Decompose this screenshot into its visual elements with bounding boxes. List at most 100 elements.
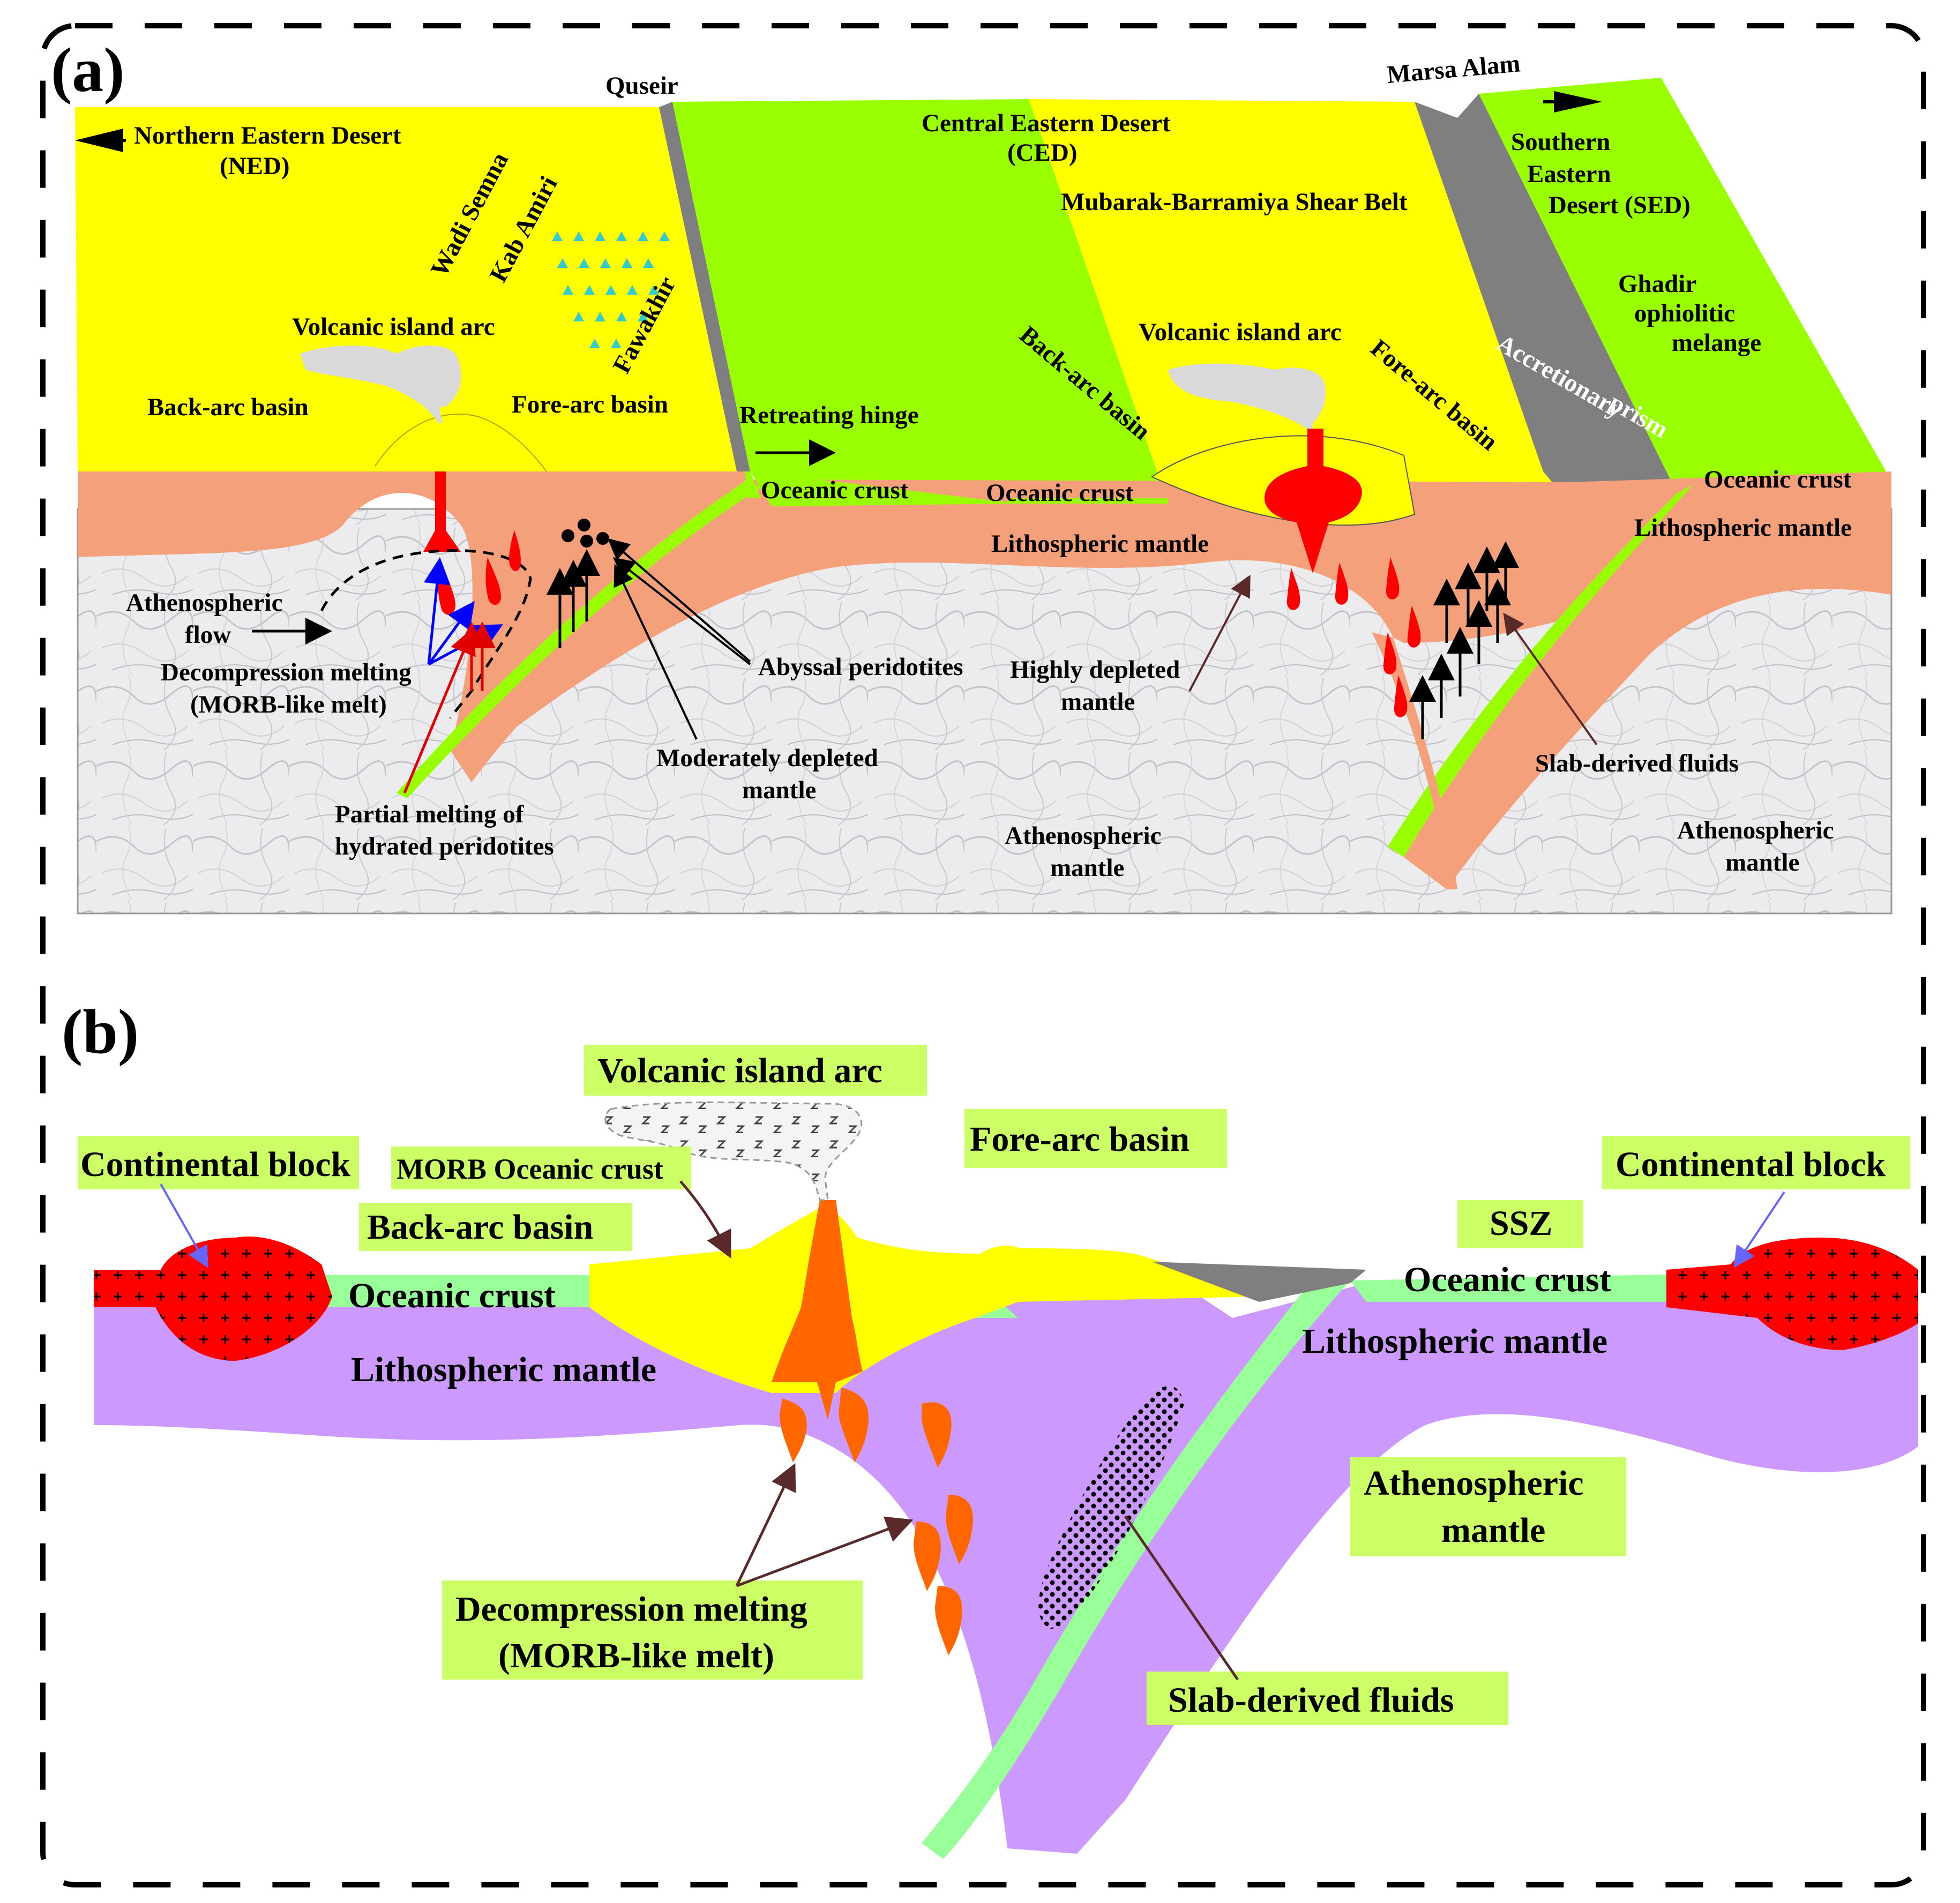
continental-left-pointer — [160, 1183, 208, 1268]
athenospheric-b-line2: mantle — [1441, 1511, 1545, 1550]
continental-left-label: Continental block — [80, 1145, 351, 1184]
box-athenospheric — [1350, 1457, 1626, 1556]
left-upward-arrows — [547, 549, 600, 648]
continental-block-right — [1666, 1238, 1918, 1350]
panel-a: (a) Northern Eastern Desert (NED) Quseir… — [51, 35, 1892, 915]
slab-fluids-a-label: Slab-derived fluids — [1535, 750, 1739, 777]
oceanic-crust-b-right: Oceanic crust — [1404, 1260, 1611, 1299]
box-slab-fluids — [1147, 1672, 1508, 1725]
box-decompression — [442, 1580, 863, 1680]
box-volcanic-arc — [584, 1045, 927, 1096]
litho-mantle-a2: Lithospheric mantle — [1634, 514, 1852, 542]
left-slab-crust — [397, 480, 761, 798]
sed-direction-arrow — [1554, 91, 1602, 113]
panel-a-tag: (a) — [51, 35, 125, 105]
ssz-grey-wedge — [1152, 1262, 1366, 1302]
right-slab-orange — [1404, 471, 1891, 889]
sed-label-line3: Desert (SED) — [1548, 191, 1690, 219]
figure-frame — [40, 23, 1926, 1887]
oceanic-crust-b-left: Oceanic crust — [348, 1276, 556, 1315]
astheno-mantle-a2-line2: mantle — [1725, 849, 1799, 876]
ced-yellow-block — [1029, 99, 1570, 504]
cyan-triangle-field — [552, 231, 670, 348]
astheno-mantle-a1-line2: mantle — [1050, 854, 1124, 882]
decomp-pointer-1 — [735, 1463, 796, 1587]
decomp-a-line2: (MORB-like melt) — [190, 691, 387, 718]
moderately-line1: Moderately depleted — [656, 744, 878, 772]
continental-right-label: Continental block — [1615, 1145, 1886, 1184]
abyssal-peridotite-dots — [562, 519, 609, 548]
decomp-b-line2: (MORB-like melt) — [498, 1636, 774, 1675]
slab-fluids-b-label: Slab-derived fluids — [1168, 1681, 1454, 1720]
decomp-a-line1: Decompression melting — [161, 658, 412, 686]
orange-melt-drops — [780, 1388, 973, 1655]
sed-label-line1: Southern — [1511, 128, 1610, 156]
ghadir-label-line3: melange — [1672, 329, 1761, 357]
astheno-flow-line2: flow — [185, 621, 231, 649]
astheno-mantle-a1-line1: Athenospheric — [1005, 822, 1161, 850]
oceanic-crust-a1: Oceanic crust — [761, 476, 909, 504]
volcanic-arc-b-label: Volcanic island arc — [597, 1051, 882, 1090]
fore-arc-b-label: Fore-arc basin — [970, 1120, 1190, 1159]
left-slab-orange — [450, 480, 761, 782]
box-continental-right — [1602, 1136, 1910, 1189]
partial-melting-line2: hydrated peridotites — [335, 833, 554, 860]
red-melting-arrows — [403, 621, 496, 793]
slab-fluids-pointer-a — [1503, 612, 1598, 746]
box-ssz — [1457, 1200, 1583, 1248]
abyssal-label: Abyssal peridotites — [758, 653, 963, 681]
decomp-pointer-2 — [736, 1516, 914, 1587]
morb-crust-label: MORB Oceanic crust — [397, 1153, 663, 1185]
sed-label-line2: Eastern — [1527, 160, 1611, 188]
panel-b: (b) — [62, 997, 1918, 1859]
oceanic-crust-a3: Oceanic crust — [1704, 466, 1852, 493]
accretionary-prism — [1415, 94, 1677, 504]
quseir-grey-fault — [659, 102, 750, 471]
box-continental-left — [78, 1136, 359, 1189]
right-slab-crust — [1388, 485, 1693, 857]
subducting-crust-b — [922, 1280, 1350, 1859]
back-arc-left-label: Back-arc basin — [147, 393, 309, 421]
volcanic-arc-left-label: Volcanic island arc — [292, 313, 495, 341]
ced-label-line1: Central Eastern Desert — [922, 109, 1171, 137]
ced-label-line2: (CED) — [1007, 139, 1078, 167]
highly-depleted-pointer — [1188, 574, 1251, 692]
moderately-line2: mantle — [742, 776, 816, 804]
ssz-label: SSZ — [1490, 1204, 1552, 1243]
orange-magma-conduit — [772, 1200, 863, 1420]
astheno-flow-line1: Athenospheric — [126, 589, 282, 617]
fore-arc-left-label: Fore-arc basin — [512, 391, 668, 418]
arc-yellow-body — [589, 1205, 1259, 1393]
right-arc-magma — [1265, 429, 1362, 573]
ghadir-label-line2: ophiolitic — [1634, 299, 1735, 327]
litho-mantle-a1: Lithospheric mantle — [991, 530, 1209, 558]
astheno-mantle-a2-line1: Athenospheric — [1677, 816, 1834, 844]
partial-melting-line1: Partial melting of — [335, 800, 525, 828]
marsa-alam-label: Marsa Alam — [1386, 49, 1521, 89]
left-arc-cloud — [300, 346, 461, 423]
highly-line1: Highly depleted — [1010, 656, 1180, 684]
decompression-dashed-outline — [320, 549, 532, 719]
arc-ash-cloud — [604, 1102, 863, 1201]
right-upward-arrows — [1409, 541, 1519, 739]
box-back-arc — [359, 1203, 632, 1251]
ned-label-line1: Northern Eastern Desert — [134, 122, 401, 149]
mubarak-label: Mubarak-Barramiya Shear Belt — [1061, 188, 1408, 216]
athenospheric-b-line1: Athenospheric — [1364, 1464, 1584, 1503]
slab-fluids-dots — [1038, 1385, 1184, 1629]
box-fore-arc — [964, 1109, 1227, 1168]
retreating-hinge-label: Retreating hinge — [739, 401, 919, 429]
left-arc-mound — [375, 413, 547, 472]
sed-green-block — [1479, 78, 1891, 493]
right-arc-cloud — [1168, 363, 1326, 434]
litho-mantle-b-right: Lithospheric mantle — [1302, 1322, 1607, 1361]
right-melt-drops — [1286, 557, 1421, 717]
litho-mantle-b-left: Lithospheric mantle — [351, 1350, 656, 1389]
continental-block-left — [94, 1237, 332, 1361]
oceanic-crust-a2: Oceanic crust — [986, 479, 1134, 507]
continental-right-pointer — [1733, 1191, 1785, 1268]
back-arc-b-label: Back-arc basin — [367, 1208, 593, 1247]
slab-fluids-pointer-b — [1124, 1515, 1239, 1681]
decomp-b-line1: Decompression melting — [455, 1590, 807, 1629]
